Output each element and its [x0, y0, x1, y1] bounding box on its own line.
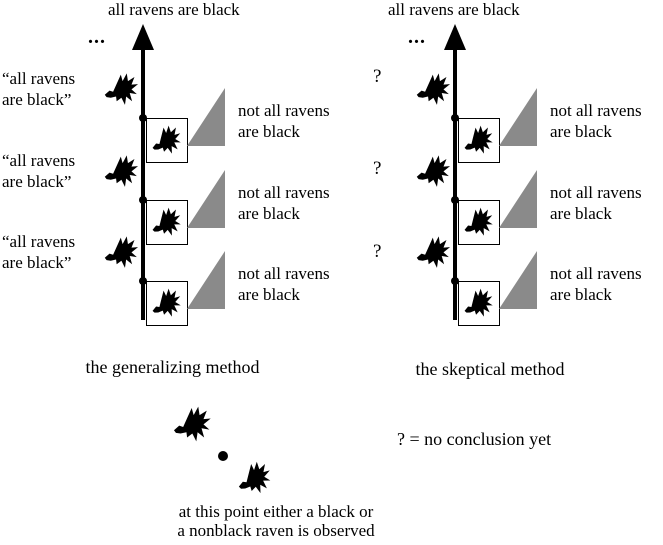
branch-label: not all ravens are black — [550, 182, 642, 224]
white-raven-icon — [459, 203, 498, 242]
branch-label: not all ravens are black — [238, 263, 330, 305]
white-raven-icon — [147, 284, 186, 323]
observation-box — [146, 200, 188, 245]
observation-note: at this point either a black or a nonbla… — [150, 502, 402, 540]
white-raven-icon — [459, 121, 498, 160]
observation-box — [458, 118, 500, 163]
black-raven-icon — [103, 234, 141, 272]
possibility-cone-icon — [187, 88, 225, 146]
conclusion-label: “all ravens are black” — [2, 68, 75, 110]
conclusion-label: “all ravens are black” — [2, 150, 75, 192]
white-raven-icon — [459, 284, 498, 323]
branch-label-line: are black — [550, 204, 612, 223]
black-raven-icon — [103, 153, 141, 191]
branch-label-line: not all ravens — [238, 101, 330, 120]
left-timeline-arrowhead-icon — [132, 24, 154, 50]
conclusion-label: “all ravens are black” — [2, 231, 75, 273]
branch-label-line: are black — [550, 122, 612, 141]
junction-dot — [451, 114, 459, 122]
possibility-cone-icon — [499, 251, 537, 309]
observation-box — [458, 200, 500, 245]
observation-box — [146, 281, 188, 326]
branch-label: not all ravens are black — [550, 100, 642, 142]
black-raven-icon — [415, 234, 453, 272]
branch-label-line: are black — [238, 204, 300, 223]
branch-label: not all ravens are black — [238, 182, 330, 224]
conclusion-label-line: “all ravens — [2, 151, 76, 170]
branch-label-line: not all ravens — [238, 183, 330, 202]
white-raven-icon — [147, 203, 186, 242]
observation-point-dot — [218, 451, 228, 461]
possibility-cone-icon — [187, 251, 225, 309]
right-ellipsis: ... — [408, 26, 426, 48]
branch-label-line: not all ravens — [238, 264, 330, 283]
observation-box — [146, 118, 188, 163]
right-timeline-arrowhead-icon — [444, 24, 466, 50]
branch-label: not all ravens are black — [238, 100, 330, 142]
black-raven-icon — [103, 71, 141, 109]
branch-label-line: not all ravens — [550, 264, 642, 283]
conclusion-label-line: “all ravens — [2, 232, 76, 251]
branch-label-line: not all ravens — [550, 183, 642, 202]
right-method-caption: the skeptical method — [415, 359, 565, 379]
no-conclusion-mark: ? — [373, 241, 382, 262]
white-raven-icon — [147, 121, 186, 160]
observation-note-line: a nonblack raven is observed — [177, 521, 375, 540]
observation-note-line: at this point either a black or — [178, 502, 374, 521]
junction-dot — [139, 277, 147, 285]
observation-box — [458, 281, 500, 326]
white-raven-icon — [233, 457, 277, 501]
junction-dot — [139, 196, 147, 204]
black-raven-icon — [172, 404, 214, 446]
conclusion-label-line: “all ravens — [2, 69, 76, 88]
left-timeline-arrow — [141, 46, 145, 320]
junction-dot — [451, 196, 459, 204]
question-mark-legend: ? = no conclusion yet — [397, 429, 552, 449]
right-timeline-arrow — [453, 46, 457, 320]
junction-dot — [451, 277, 459, 285]
left-ellipsis: ... — [88, 26, 106, 48]
branch-label-line: are black — [238, 122, 300, 141]
black-raven-icon — [415, 71, 453, 109]
possibility-cone-icon — [499, 170, 537, 228]
black-raven-icon — [415, 153, 453, 191]
left-method-caption: the generalizing method — [85, 357, 260, 377]
junction-dot — [139, 114, 147, 122]
branch-label-line: not all ravens — [550, 101, 642, 120]
right-hypothesis-title: all ravens are black — [388, 0, 520, 19]
no-conclusion-mark: ? — [373, 158, 382, 179]
conclusion-label-line: are black” — [2, 253, 72, 272]
possibility-cone-icon — [499, 88, 537, 146]
branch-label-line: are black — [550, 285, 612, 304]
left-hypothesis-title: all ravens are black — [108, 0, 240, 19]
conclusion-label-line: are black” — [2, 172, 72, 191]
possibility-cone-icon — [187, 170, 225, 228]
branch-label-line: are black — [238, 285, 300, 304]
no-conclusion-mark: ? — [373, 66, 382, 87]
branch-label: not all ravens are black — [550, 263, 642, 305]
conclusion-label-line: are black” — [2, 90, 72, 109]
